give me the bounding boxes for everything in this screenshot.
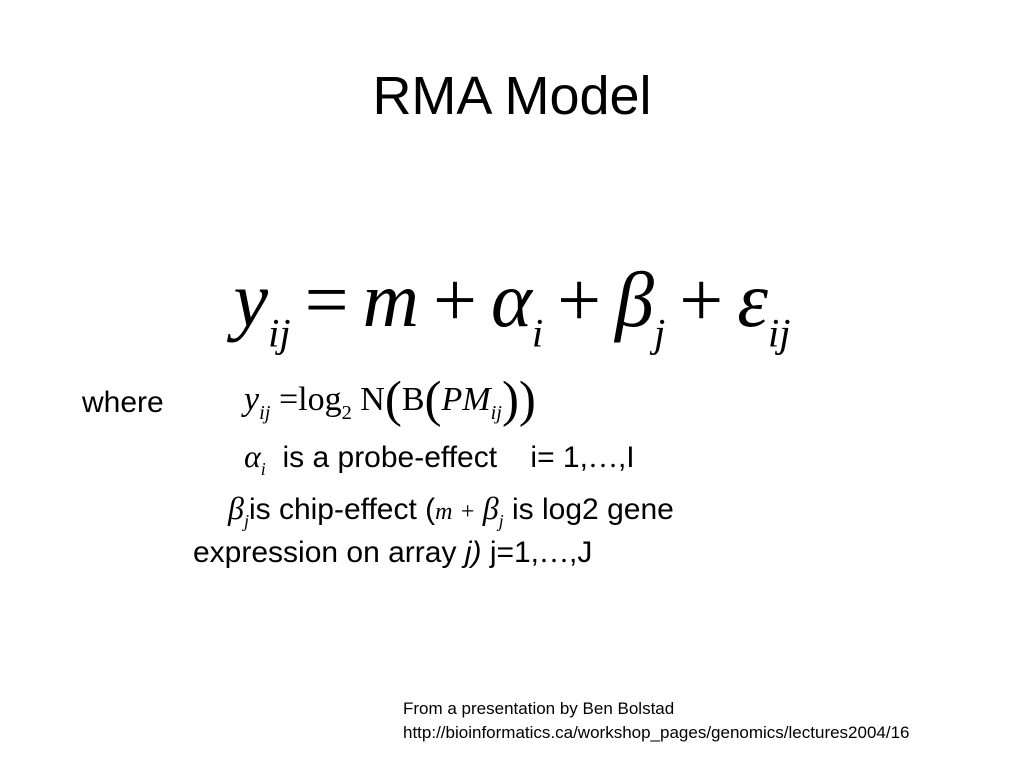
- definition-beta: βjis chip-effect (m + βj is log2 gene: [228, 488, 674, 532]
- def-line4-text: expression on array: [193, 536, 457, 569]
- eq-epsilon-subscript: ij: [768, 310, 791, 356]
- eq-m: m: [362, 256, 419, 343]
- def-alpha-symbol: α: [244, 438, 261, 474]
- paren-open-1: (: [384, 372, 402, 429]
- eq-alpha: α: [490, 256, 532, 343]
- credit-line-1: From a presentation by Ben Bolstad: [403, 699, 675, 718]
- def-beta-text2: is log2 gene: [512, 493, 674, 526]
- def-PM-subscript: ij: [490, 402, 502, 425]
- def-beta-subscript: j: [243, 511, 249, 532]
- def-inline-beta: β: [482, 490, 499, 526]
- def-log-base: 2: [341, 402, 352, 425]
- eq-plus-2: +: [557, 256, 602, 343]
- paren-open-2: (: [424, 372, 442, 429]
- def-equals: =: [278, 381, 299, 418]
- eq-epsilon: ε: [737, 256, 769, 343]
- def-beta-text: is chip-effect (: [248, 493, 436, 526]
- definition-y: yij =log2 N(B(PMij)): [244, 370, 536, 430]
- def-inline-m: m: [435, 499, 453, 525]
- slide-title: RMA Model: [372, 66, 652, 126]
- def-y: y: [244, 381, 260, 418]
- eq-alpha-subscript: i: [531, 310, 544, 356]
- def-alpha-range-suffix: ,I: [617, 441, 635, 474]
- eq-beta-subscript: j: [654, 310, 666, 356]
- eq-beta: β: [615, 256, 655, 343]
- def-y-subscript: ij: [259, 402, 271, 425]
- def-line4-italic: j): [464, 536, 482, 569]
- def-line4-ellipsis: …: [539, 536, 570, 569]
- definition-alpha: αi is a probe-effect i= 1,…,I: [244, 436, 635, 478]
- def-B: B: [401, 381, 425, 418]
- def-alpha-text: is a probe-effect: [282, 441, 498, 474]
- def-N: N: [360, 381, 385, 418]
- def-log: log: [298, 381, 342, 418]
- def-beta-symbol: β: [228, 490, 244, 526]
- eq-plus-1: +: [432, 256, 477, 343]
- def-alpha-subscript: i: [260, 459, 266, 480]
- def-inline-beta-subscript: j: [498, 511, 504, 532]
- def-alpha-range-prefix: i= 1,: [530, 441, 588, 474]
- def-inline-plus: +: [460, 499, 475, 525]
- def-line4-range-suffix: ,J: [569, 536, 593, 569]
- credit-url: http://bioinformatics.ca/workshop_pages/…: [403, 723, 910, 742]
- eq-plus-3: +: [679, 256, 724, 343]
- def-PM: PM: [441, 381, 491, 418]
- eq-equals: =: [304, 256, 349, 343]
- paren-close-1: ): [518, 372, 536, 429]
- eq-y-subscript: ij: [268, 310, 291, 356]
- credit: From a presentation by Ben Bolstad http:…: [403, 697, 910, 745]
- main-equation: yij=m+αi+βj+εij: [0, 250, 1024, 353]
- where-label: where: [82, 386, 164, 419]
- def-line4-range-prefix: j=1,: [489, 536, 540, 569]
- definition-beta-line2: expression on array j) j=1,…,J: [193, 533, 592, 573]
- paren-close-2: ): [501, 372, 519, 429]
- def-alpha-ellipsis: …: [587, 441, 618, 474]
- eq-y: y: [233, 256, 269, 343]
